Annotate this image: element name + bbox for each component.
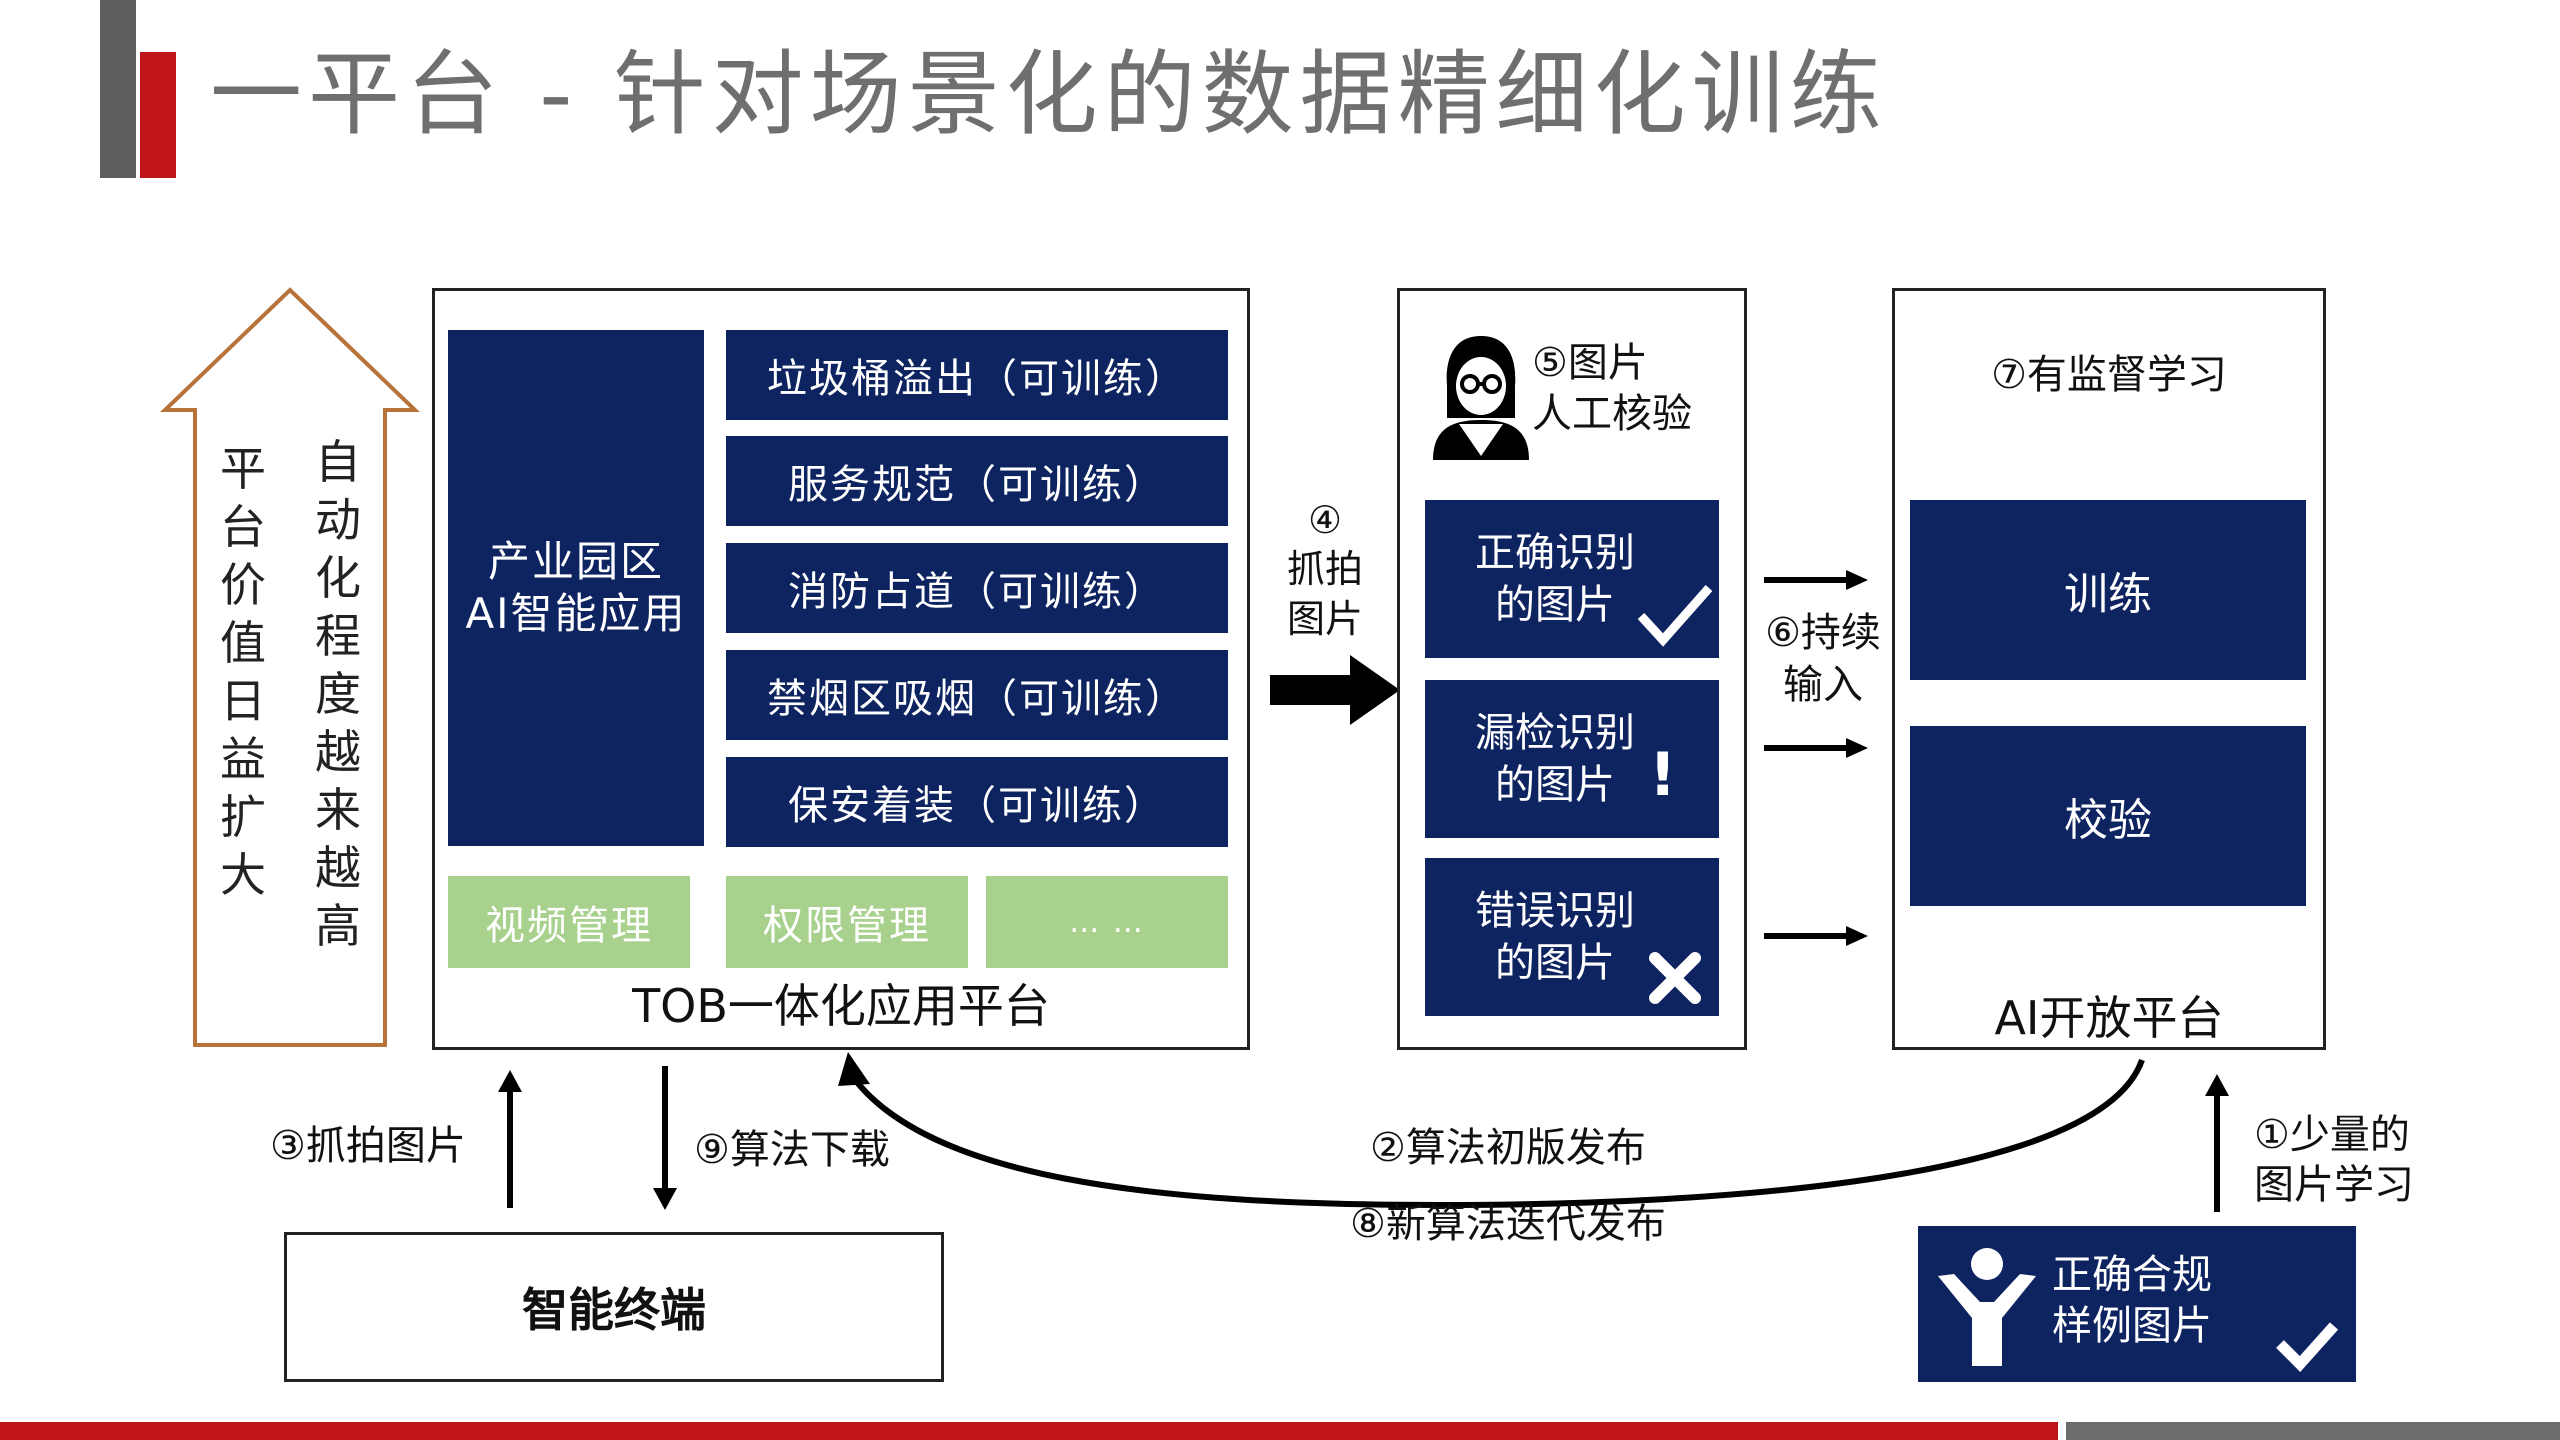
check-icon xyxy=(1637,585,1713,647)
wrong-recognition-text: 错误识别 的图片 xyxy=(1475,888,1635,986)
step1-up-arrow xyxy=(2205,1074,2229,1212)
scenario-item-trash-overflow[interactable]: 垃圾桶溢出（可训练） xyxy=(726,330,1228,420)
header-bar-gray xyxy=(100,0,136,178)
platform-value-text: 平台价值日益扩大 xyxy=(220,442,266,902)
step8-label: ⑧新算法迭代发布 xyxy=(1350,1201,1666,1247)
video-management-button[interactable]: 视频管理 xyxy=(448,876,690,968)
missed-recognition-card[interactable]: 漏检识别 的图片 ! xyxy=(1425,680,1719,838)
supervised-learning-header: ⑦有监督学习 xyxy=(1991,352,2227,398)
step6-arrows xyxy=(1764,570,1868,946)
validation-button[interactable]: 校验 xyxy=(1910,726,2306,906)
smart-terminal-box[interactable]: 智能终端 xyxy=(284,1232,944,1382)
person-raised-arms-icon xyxy=(1938,1248,2036,1366)
reviewer-person-icon xyxy=(1433,336,1529,460)
ai-open-platform-caption: AI开放平台 xyxy=(1994,991,2224,1045)
wrong-recognition-card[interactable]: 错误识别 的图片 xyxy=(1425,858,1719,1016)
header-bar-red xyxy=(140,52,176,178)
training-button[interactable]: 训练 xyxy=(1910,500,2306,680)
permission-management-button[interactable]: 权限管理 xyxy=(726,876,968,968)
step9-down-arrow xyxy=(653,1066,677,1210)
page-title: 一平台 - 针对场景化的数据精细化训练 xyxy=(210,41,1888,148)
industrial-park-ai-block[interactable]: 产业园区 AI智能应用 xyxy=(448,330,704,846)
manual-review-header: ⑤图片 人工核验 xyxy=(1532,340,1692,438)
step1-label: ①少量的 图片学习 xyxy=(2254,1112,2414,1208)
check-icon xyxy=(2276,1322,2339,1372)
release-curve-arrow xyxy=(838,1052,2145,1209)
correct-recognition-text: 正确识别 的图片 xyxy=(1475,530,1635,628)
scenario-item-no-smoking[interactable]: 禁烟区吸烟（可训练） xyxy=(726,650,1228,740)
exclamation-icon: ! xyxy=(1649,740,1677,810)
automation-text: 自动化程度越来越高 xyxy=(315,435,361,953)
footer-bar-red xyxy=(0,1422,2058,1440)
compliant-sample-text: 正确合规 样例图片 xyxy=(2052,1252,2212,1350)
missed-recognition-text: 漏检识别 的图片 xyxy=(1475,710,1635,808)
scenario-item-guard-uniform[interactable]: 保安着装（可训练） xyxy=(726,757,1228,847)
step4-label: ④ 抓拍 图片 xyxy=(1286,497,1363,641)
step6-label: ⑥持续 输入 xyxy=(1765,610,1881,708)
tob-platform-caption: TOB一体化应用平台 xyxy=(632,979,1050,1033)
step4-arrow xyxy=(1270,655,1400,725)
step3-label: ③抓拍图片 xyxy=(270,1123,466,1169)
step9-label: ⑨算法下载 xyxy=(694,1127,890,1173)
more-button[interactable]: … … xyxy=(986,876,1228,968)
step3-up-arrow xyxy=(498,1070,522,1208)
footer-bar-gray xyxy=(2066,1422,2560,1440)
compliant-sample-box[interactable]: 正确合规 样例图片 xyxy=(1918,1226,2356,1382)
scenario-item-fire-lane[interactable]: 消防占道（可训练） xyxy=(726,543,1228,633)
correct-recognition-card[interactable]: 正确识别 的图片 xyxy=(1425,500,1719,658)
scenario-item-service-standard[interactable]: 服务规范（可训练） xyxy=(726,436,1228,526)
cross-icon xyxy=(1649,952,1701,1004)
step2-label: ②算法初版发布 xyxy=(1370,1125,1646,1171)
growth-arrow xyxy=(160,287,420,1047)
